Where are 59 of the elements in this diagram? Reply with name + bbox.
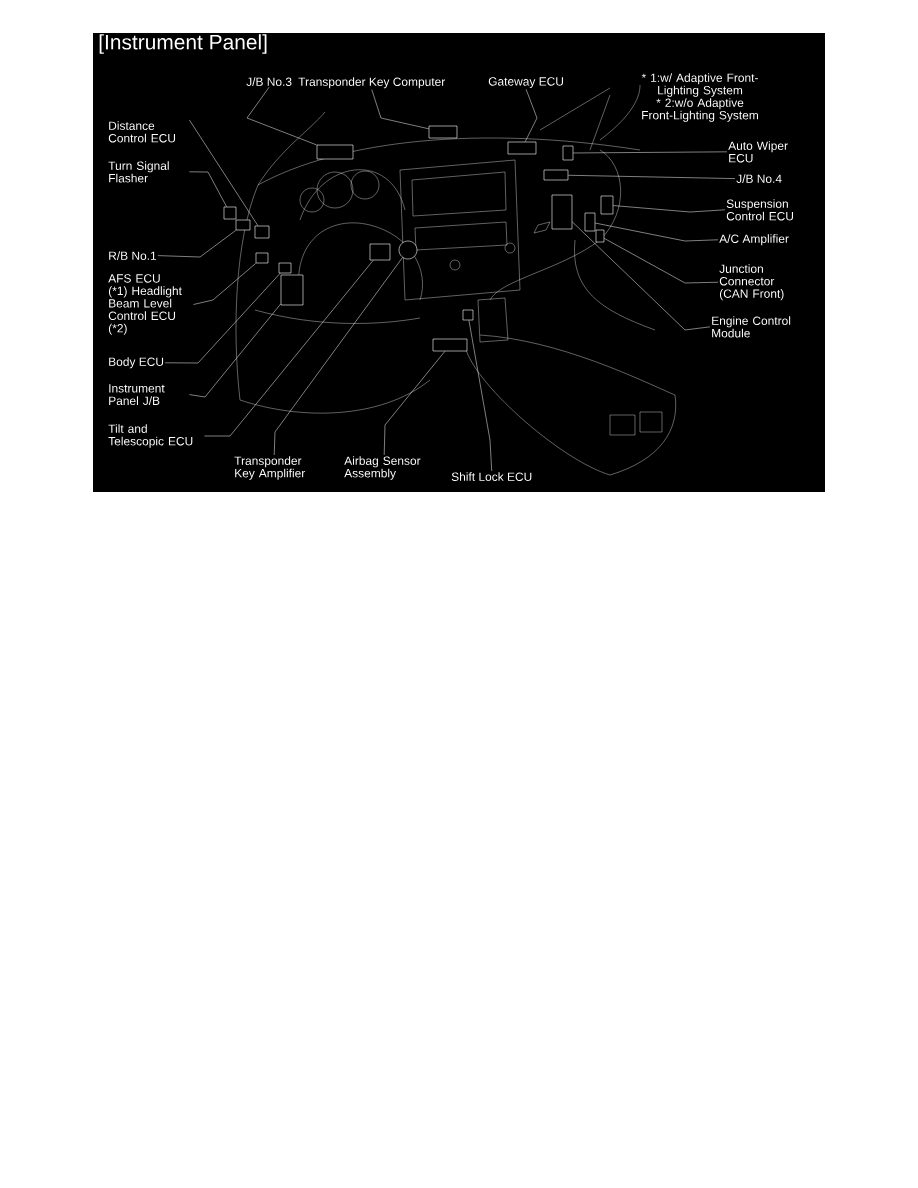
- module-box: [369, 243, 391, 261]
- leader-line: [573, 151, 728, 154]
- module-box: [223, 206, 237, 220]
- leader-line: [524, 89, 538, 142]
- leader-line: [568, 175, 736, 179]
- component-label: Airbag Sensor Assembly: [344, 456, 421, 480]
- note: * 1:w/ Adaptive Front-Lighting System: [641, 73, 758, 97]
- component-label: Junction Connector (CAN Front): [719, 264, 784, 301]
- leader-line: [468, 320, 492, 472]
- component-label: Tilt and Telescopic ECU: [108, 424, 193, 448]
- leader-line: [604, 238, 719, 284]
- leader-line: [613, 205, 726, 213]
- leader-line: [595, 222, 719, 242]
- component-label: Distance Control ECU: [108, 121, 175, 143]
- module-box: [551, 194, 573, 230]
- module-box: [316, 144, 354, 160]
- component-label: Transponder Key Amplifier: [234, 456, 306, 480]
- leader-line: [164, 273, 281, 364]
- module-box: [254, 225, 270, 239]
- component-label: AFS ECU (*1) Headlight Beam Level Control ECU (*2): [108, 274, 182, 335]
- module-box: [235, 219, 251, 231]
- component-label: Suspension Control ECU: [726, 199, 793, 221]
- component-label: Instrument Panel J/B: [109, 384, 165, 405]
- module-box: [584, 212, 596, 232]
- leader-line: [157, 230, 237, 258]
- component-label: Engine Control Module: [712, 316, 791, 338]
- module-box: [462, 309, 474, 321]
- leader-line: [246, 86, 317, 146]
- component-label: J/B No.3: [246, 77, 292, 86]
- component-label: Transponder Key Computer: [298, 77, 446, 89]
- component-label: Shift Lock ECU: [451, 472, 532, 481]
- title: [Instrument Panel]: [99, 34, 267, 54]
- leader-line: [273, 257, 403, 456]
- component-label: Gateway ECU: [488, 77, 563, 89]
- component-label: Auto Wiper ECU: [728, 141, 788, 163]
- module-box: [278, 262, 292, 274]
- module-box: [507, 141, 537, 155]
- note: * 2:w/o Adaptive Front-Lighting System: [642, 98, 758, 122]
- component-label: R/B No.1: [109, 251, 157, 260]
- module-box: [595, 229, 605, 243]
- leader-line: [189, 119, 259, 226]
- leader-line: [189, 171, 227, 207]
- leader-line: [371, 89, 429, 130]
- module-box: [543, 169, 569, 181]
- module-box: [600, 195, 614, 215]
- ring-part: [398, 240, 418, 260]
- module-box: [428, 125, 458, 139]
- component-label: A/C Amplifier: [719, 234, 789, 246]
- leader-line: [193, 263, 257, 305]
- leader-line: [204, 260, 374, 437]
- module-box: [255, 252, 269, 264]
- component-label: Body ECU: [109, 357, 164, 369]
- leader-line: [189, 303, 281, 398]
- component-label: J/B No.4: [736, 174, 782, 183]
- module-box: [562, 145, 574, 161]
- leader-line: [572, 221, 711, 331]
- component-label: Turn Signal Flasher: [108, 161, 169, 183]
- leader-line: [383, 351, 446, 456]
- module-box: [432, 338, 468, 352]
